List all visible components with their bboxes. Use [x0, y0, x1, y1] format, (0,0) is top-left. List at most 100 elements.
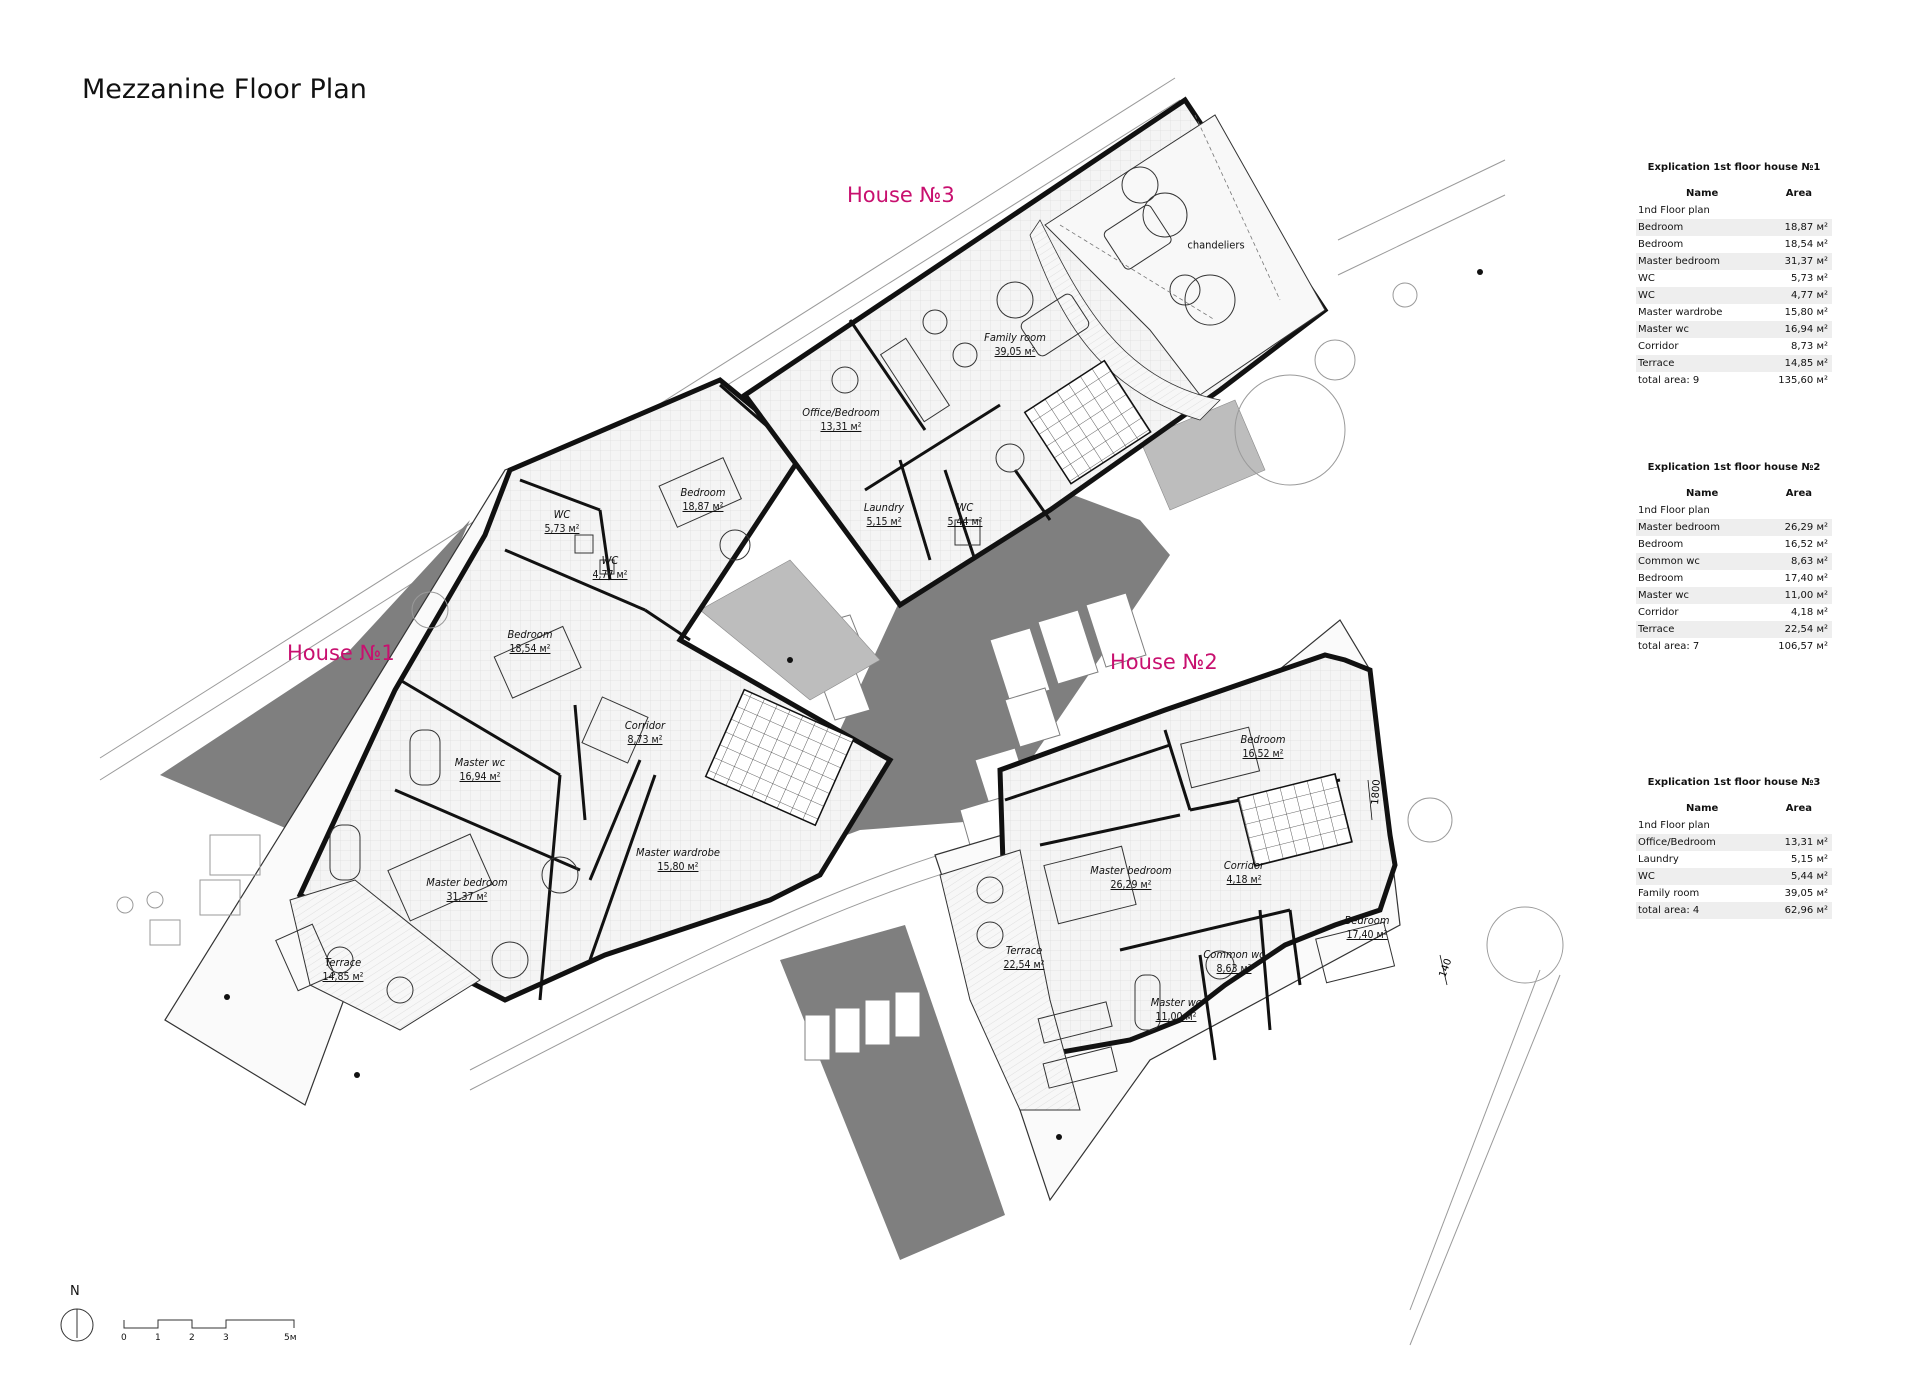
row-area: 39,05 м²: [1784, 888, 1828, 899]
row-name: Laundry: [1638, 854, 1679, 865]
scale-tick-3: 3: [223, 1333, 229, 1343]
row-area: 22,54 м²: [1784, 624, 1828, 635]
explication-house-3: Explication 1st floor house №3 Name Area…: [1636, 777, 1832, 919]
room-label-h3-chandeliers: chandeliers: [1187, 238, 1244, 253]
column-area-header: Area: [1785, 188, 1812, 199]
room-area: 26,29 м²: [1110, 879, 1152, 891]
room-area: 8,63 м²: [1216, 963, 1252, 975]
row-name: total area: 4: [1638, 905, 1700, 916]
row-name: Bedroom: [1638, 573, 1684, 584]
row-name: Office/Bedroom: [1638, 837, 1716, 848]
room-area: 5,44 м²: [947, 516, 983, 528]
explication-house-2: Explication 1st floor house №2 Name Area…: [1636, 462, 1832, 655]
row-name: Master wc: [1638, 324, 1690, 335]
room-label-h2-bedroom-b: Bedroom 17,40 м²: [1345, 913, 1390, 943]
room-label-h3-office: Office/Bedroom 13,31 м²: [802, 405, 880, 435]
table-row: 1nd Floor plan: [1636, 202, 1832, 219]
house-1-furniture: [275, 457, 751, 1004]
room-label-h1-corridor: Corridor 8,73 м²: [625, 718, 665, 748]
column-name-header: Name: [1686, 803, 1719, 814]
room-name: Master bedroom: [426, 876, 508, 889]
column-name-header: Name: [1686, 488, 1719, 499]
room-area: 4,18 м²: [1226, 874, 1262, 886]
room-name: Terrace: [1005, 944, 1043, 957]
row-name: Terrace: [1638, 358, 1675, 369]
row-name: WC: [1638, 871, 1655, 882]
row-name: Master wc: [1638, 590, 1690, 601]
room-area: 5,15 м²: [866, 516, 902, 528]
dimension-marks: [1367, 779, 1448, 986]
room-label-h3-laundry: Laundry 5,15 м²: [864, 500, 904, 530]
room-name: WC: [601, 554, 619, 567]
room-name: WC: [553, 508, 571, 521]
row-area: 5,73 м²: [1791, 273, 1828, 284]
row-name: 1nd Floor plan: [1638, 505, 1710, 516]
room-name: Bedroom: [680, 486, 726, 499]
row-area: 17,40 м²: [1784, 573, 1828, 584]
house-3-curved-deck: [1029, 219, 1221, 421]
room-name: Bedroom: [1344, 914, 1390, 927]
dimension-1800: 1800: [1370, 779, 1383, 805]
table-row: 1nd Floor plan: [1636, 817, 1832, 834]
explication-house-1: Explication 1st floor house №1 Name Area…: [1636, 162, 1832, 389]
room-name: Master wc: [1150, 996, 1202, 1009]
site-trees: [116, 282, 1564, 984]
room-area: 11,00 м²: [1155, 1011, 1197, 1023]
room-name: Corridor: [624, 719, 666, 732]
row-name: total area: 9: [1638, 375, 1700, 386]
row-area: 8,63 м²: [1791, 556, 1828, 567]
column-area-header: Area: [1785, 488, 1812, 499]
room-label-h1-master-wc: Master wc 16,94 м²: [455, 755, 505, 785]
table-row: Bedroom 17,40 м²: [1636, 570, 1832, 587]
room-label-h1-master-bedroom: Master bedroom 31,37 м²: [426, 875, 507, 905]
house-1-footprint: [296, 377, 894, 1003]
row-area: 13,31 м²: [1784, 837, 1828, 848]
room-label-h2-bedroom-a: Bedroom 16,52 м²: [1241, 732, 1286, 762]
row-name: WC: [1638, 290, 1655, 301]
row-name: Corridor: [1638, 607, 1679, 618]
room-area: 15,80 м²: [657, 861, 699, 873]
scale-tick-1: 1: [155, 1333, 161, 1343]
table-row: Bedroom 18,87 м²: [1636, 219, 1832, 236]
room-area: 31,37 м²: [446, 891, 488, 903]
row-area: 5,44 м²: [1791, 871, 1828, 882]
room-area: 4,77 м²: [592, 569, 628, 581]
room-label-h1-bedroom-b: Bedroom 18,54 м²: [508, 627, 553, 657]
room-area: 39,05 м²: [994, 346, 1036, 358]
room-name: Family room: [984, 331, 1046, 344]
room-area: 16,52 м²: [1242, 748, 1284, 760]
column-name-header: Name: [1686, 188, 1719, 199]
scale-tick-5: 5м: [284, 1333, 297, 1343]
room-label-h2-terrace: Terrace 22,54 м²: [1004, 943, 1045, 973]
row-area: 18,87 м²: [1784, 222, 1828, 233]
row-area: 16,94 м²: [1784, 324, 1828, 335]
column-area-header: Area: [1785, 803, 1812, 814]
row-name: Master bedroom: [1638, 256, 1721, 267]
house-3-deck: [1044, 114, 1326, 396]
row-name: 1nd Floor plan: [1638, 205, 1710, 216]
table-row: Master wc 16,94 м²: [1636, 321, 1832, 338]
room-name: Office/Bedroom: [802, 406, 880, 419]
room-name: Master bedroom: [1090, 864, 1172, 877]
row-name: Bedroom: [1638, 222, 1684, 233]
row-area: 106,57 м²: [1778, 641, 1828, 652]
house-3-label: House №3: [847, 183, 955, 207]
explication-header: Name Area: [1636, 485, 1832, 502]
room-area: 22,54 м²: [1003, 959, 1045, 971]
row-area: 15,80 м²: [1784, 307, 1828, 318]
room-name: chandeliers: [1187, 238, 1245, 252]
room-name: Corridor: [1223, 859, 1265, 872]
row-name: Bedroom: [1638, 539, 1684, 550]
